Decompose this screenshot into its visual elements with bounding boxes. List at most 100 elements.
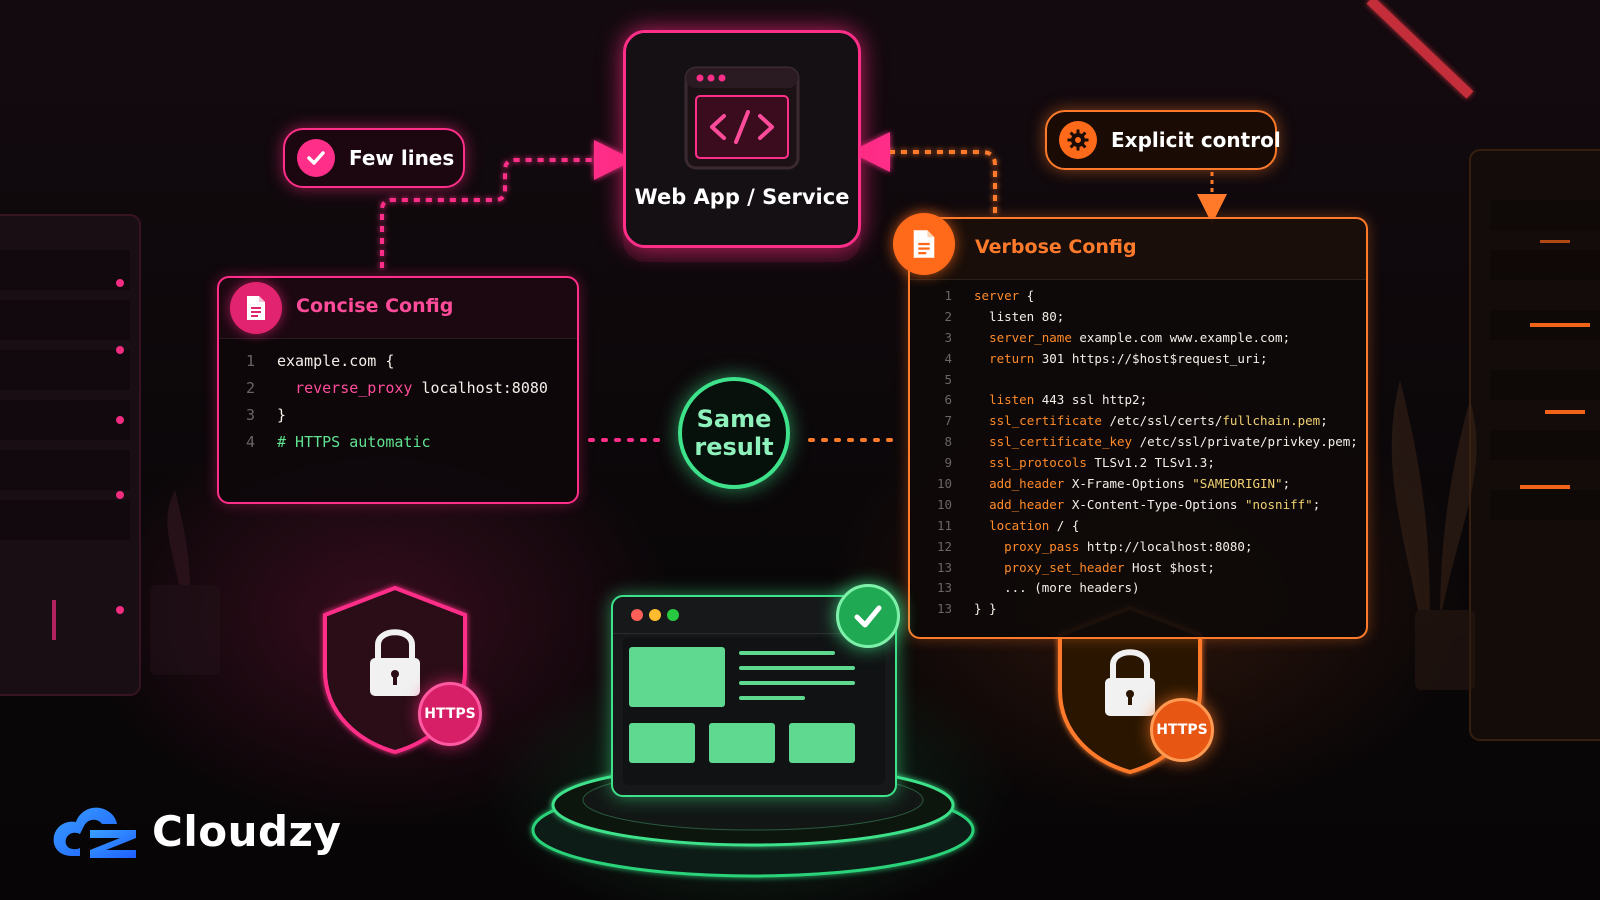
line-number: 11 [936,517,952,533]
code-text: ... (more headers) [974,578,1140,599]
concise-config-header: Concise Config [219,278,577,339]
code-text: # HTTPS automatic [277,429,431,456]
code-token [974,351,989,366]
line-number: 3 [944,329,952,345]
content-line [739,651,835,655]
code-token: ; [1282,476,1291,492]
code-token: X-Frame-Options [1064,476,1193,492]
explicit-control-pill: Explicit control [1045,110,1281,170]
line-number: 3 [245,406,255,424]
right-server-rack [1469,149,1600,741]
content-line [739,696,805,700]
minimize-dot [649,609,661,621]
code-line: 3 server_name example.com www.example.co… [928,328,1358,349]
code-line: 10 add_header X-Frame-Options "SAMEORIGI… [928,474,1358,495]
code-line: 7 ssl_certificate /etc/ssl/certs/fullcha… [928,411,1358,432]
concise-config-panel: Concise Config 1 example.com { 2 reverse_p… [217,276,579,504]
code-line: 13 ... (more headers) [928,578,1358,599]
code-line: 4 # HTTPS automatic [239,429,548,456]
web-app-label: Web App / Service [634,185,850,209]
code-text: server_name example.com www.example.com; [974,328,1290,349]
code-text: ssl_certificate_key /etc/ssl/private/pri… [974,432,1358,453]
content-line [739,666,855,670]
code-text: server { [974,286,1034,307]
verbose-config-title: Verbose Config [975,236,1137,258]
code-text: listen 80; [974,307,1064,328]
code-token: { [1019,288,1035,303]
brand-name: Cloudzy [152,806,342,856]
code-token: Host $host; [1124,559,1215,575]
code-line: 12 proxy_pass http://localhost:8080; [928,537,1358,558]
browser-titlebar [613,597,895,634]
code-line: 5 [928,370,1358,391]
code-token [974,539,1004,554]
code-token: listen [989,392,1035,408]
code-token: server_name [989,329,1072,345]
browser-content [623,637,885,785]
line-number: 13 [936,601,952,617]
code-token: ... (more headers) [974,580,1140,596]
code-token: "SAMEORIGIN" [1192,476,1283,492]
code-token: } } [974,601,997,617]
code-token [974,560,1004,575]
code-token: / { [1049,517,1080,533]
line-number: 8 [944,434,952,450]
code-line: 3} [239,402,548,429]
web-app-node: Web App / Service [623,30,861,248]
code-token: add_header [989,476,1065,492]
line-number: 1 [245,352,255,370]
line-number: 13 [936,580,952,596]
document-icon [230,282,282,334]
code-window-icon [684,66,800,170]
code-line: 2 listen 80; [928,307,1358,328]
code-token: proxy_pass [1004,538,1080,554]
code-text: return 301 https://$host$request_uri; [974,349,1267,370]
line-number: 7 [944,413,952,429]
few-lines-pill: Few lines [283,128,465,188]
code-token: ; [1320,413,1328,429]
line-number: 9 [944,455,952,471]
line-number: 13 [936,559,952,575]
code-token [974,497,989,512]
verbose-config-header: Verbose Config [893,213,1366,280]
concise-code-block: 1 example.com { 2 reverse_proxy localhost:… [239,348,548,456]
same-result-node: Same result [678,377,790,489]
code-token: 443 ssl http2; [1034,392,1148,408]
plant-right [1391,380,1477,690]
code-token: example.com www.example.com; [1071,329,1291,345]
line-number: 12 [936,538,952,554]
code-token: ; [1312,496,1321,512]
line-number: 4 [944,350,952,366]
code-line: 1 example.com { [239,348,548,375]
content-line [739,681,855,685]
line-number: 10 [936,496,952,512]
code-line: 13 } } [928,599,1358,620]
code-token: /etc/ssl/certs/ [1101,413,1223,429]
code-token: example.com { [277,352,395,370]
code-token: ssl_certificate_key [989,434,1133,450]
few-lines-label: Few lines [349,146,455,170]
code-token: localhost:8080 [412,379,548,397]
line-number: 4 [245,433,255,451]
explicit-control-label: Explicit control [1111,128,1281,152]
gear-icon [1059,121,1097,159]
code-text: proxy_set_header Host $host; [974,558,1215,579]
close-dot [631,609,643,621]
cloudzy-logo [53,807,136,858]
code-text: proxy_pass http://localhost:8080; [974,537,1252,558]
code-token: reverse_proxy [295,379,413,397]
line-number: 2 [245,379,255,397]
check-icon [297,139,335,177]
same-result-label-1: Same [696,405,772,433]
code-token: # HTTPS automatic [277,433,431,451]
code-text: listen 443 ssl http2; [974,390,1147,411]
code-token [974,392,989,407]
code-token: location [989,517,1050,533]
line-number: 2 [944,308,952,324]
content-tile [789,723,855,763]
code-text: } [277,402,286,429]
code-text: add_header X-Content-Type-Options "nosni… [974,495,1320,516]
